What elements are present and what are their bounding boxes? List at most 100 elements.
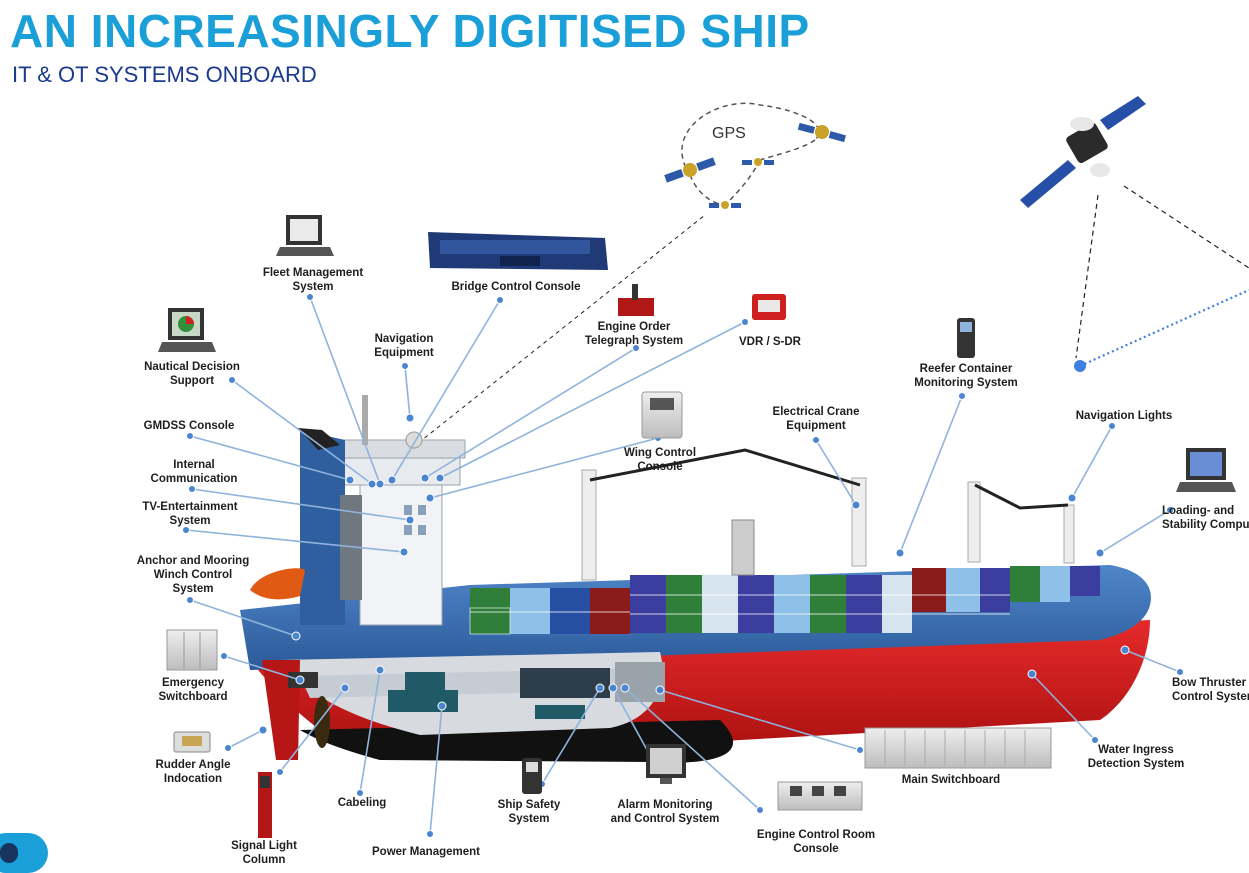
- engine-control-room-console-icon: [777, 781, 863, 811]
- gps-constellation: GPS: [664, 102, 846, 209]
- page-subtitle: IT & OT SYSTEMS ONBOARD: [12, 62, 317, 87]
- svg-text:VDR / S-DR: VDR / S-DR: [739, 336, 802, 348]
- main-switchboard-icon: [864, 727, 1052, 769]
- svg-text:Switchboard: Switchboard: [158, 691, 227, 703]
- satellite-link-lines: [1074, 185, 1249, 372]
- label-rudder-angle: Rudder Angle Indocation: [156, 759, 231, 785]
- deck-cranes: [581, 448, 1075, 581]
- svg-text:Detection System: Detection System: [1088, 758, 1185, 770]
- engine-room-equipment: [288, 662, 665, 719]
- svg-text:Anchor and Mooring: Anchor and Mooring: [137, 555, 249, 567]
- label-vdr: VDR / S-DR: [739, 336, 802, 348]
- svg-text:Bridge Control Console: Bridge Control Console: [451, 281, 580, 293]
- label-internal-communication: Internal Communication: [151, 459, 238, 485]
- svg-text:Engine Order: Engine Order: [598, 321, 671, 333]
- svg-text:Nautical Decision: Nautical Decision: [144, 361, 240, 373]
- svg-text:Fleet Management: Fleet Management: [263, 267, 363, 279]
- signal-light-column-icon: [258, 772, 272, 838]
- svg-text:Engine Control Room: Engine Control Room: [757, 829, 875, 841]
- label-reefer-container: Reefer Container Monitoring System: [914, 363, 1018, 389]
- label-navigation-equipment: Navigation Equipment: [374, 333, 434, 359]
- label-navigation-lights: Navigation Lights: [1076, 410, 1172, 422]
- label-electrical-crane: Electrical Crane Equipment: [773, 406, 860, 432]
- container-ship: [240, 395, 1151, 763]
- svg-text:and Control System: and Control System: [611, 813, 720, 825]
- ship-safety-device-icon: [522, 758, 542, 794]
- svg-text:System: System: [173, 583, 214, 595]
- svg-text:Power Management: Power Management: [372, 846, 480, 858]
- gps-satellite-icon: [742, 158, 774, 166]
- svg-text:Signal Light: Signal Light: [231, 840, 297, 852]
- svg-text:Telegraph System: Telegraph System: [585, 335, 683, 347]
- label-gmdss-console: GMDSS Console: [144, 420, 235, 432]
- gps-link-line: [411, 214, 706, 449]
- svg-text:Cabeling: Cabeling: [338, 797, 387, 809]
- svg-text:Main Switchboard: Main Switchboard: [902, 774, 1000, 786]
- label-fleet-management: Fleet Management System: [263, 267, 363, 293]
- label-bow-thruster: Bow Thruster Control System: [1172, 677, 1249, 703]
- emergency-switchboard-icon: [166, 629, 218, 671]
- svg-text:Electrical Crane: Electrical Crane: [773, 406, 860, 418]
- label-nautical-decision-support: Nautical Decision Support: [144, 361, 240, 387]
- label-signal-light-column: Signal Light Column: [231, 840, 297, 866]
- label-main-switchboard: Main Switchboard: [902, 774, 1000, 786]
- svg-text:Reefer Container: Reefer Container: [920, 363, 1013, 375]
- label-emergency-switchboard: Emergency Switchboard: [158, 677, 227, 703]
- label-engine-control-room: Engine Control Room Console: [757, 829, 875, 855]
- svg-text:Internal: Internal: [173, 459, 215, 471]
- page-indicator-dot: [0, 843, 18, 863]
- page-number-tab[interactable]: [0, 833, 48, 873]
- label-engine-order-telegraph: Engine Order Telegraph System: [585, 321, 683, 347]
- label-wing-control-console: Wing Control Console: [624, 447, 696, 473]
- svg-text:Emergency: Emergency: [162, 677, 225, 689]
- engine-order-telegraph-icon: [618, 284, 654, 316]
- label-water-ingress: Water Ingress Detection System: [1088, 744, 1185, 770]
- svg-text:TV-Entertainment: TV-Entertainment: [142, 501, 237, 513]
- fleet-management-laptop-icon: [276, 215, 334, 256]
- svg-text:Navigation: Navigation: [375, 333, 434, 345]
- callout-leader-lines: [185, 296, 1181, 835]
- page-title: AN INCREASINGLY DIGITISED SHIP: [10, 5, 810, 57]
- svg-text:Console: Console: [637, 461, 682, 473]
- label-ship-safety: Ship Safety System: [498, 799, 561, 825]
- gps-label: GPS: [712, 125, 746, 142]
- svg-text:Support: Support: [170, 375, 214, 387]
- container-stacks: [469, 566, 1100, 635]
- vdr-icon: [752, 294, 786, 320]
- gps-satellite-icon: [664, 157, 716, 183]
- svg-text:GMDSS Console: GMDSS Console: [144, 420, 235, 432]
- svg-text:Navigation Lights: Navigation Lights: [1076, 410, 1172, 422]
- svg-text:Winch Control: Winch Control: [154, 569, 232, 581]
- nautical-decision-laptop-icon: [158, 308, 216, 352]
- reefer-monitoring-device-icon: [957, 318, 975, 358]
- label-bridge-control-console: Bridge Control Console: [451, 281, 580, 293]
- svg-text:Column: Column: [243, 854, 286, 866]
- svg-text:Indocation: Indocation: [164, 773, 222, 785]
- label-power-management: Power Management: [372, 846, 480, 858]
- wing-control-console-icon: [641, 391, 683, 439]
- svg-text:Alarm Monitoring: Alarm Monitoring: [617, 799, 712, 811]
- svg-text:Console: Console: [793, 843, 838, 855]
- label-anchor-mooring: Anchor and Mooring Winch Control System: [137, 555, 249, 595]
- gps-satellite-icon: [709, 201, 741, 209]
- svg-text:Equipment: Equipment: [786, 420, 846, 432]
- label-loading-stability: Loading- and Stability Comput: [1162, 505, 1249, 531]
- svg-text:Ship Safety: Ship Safety: [498, 799, 561, 811]
- svg-text:Rudder Angle: Rudder Angle: [156, 759, 231, 771]
- svg-text:System: System: [170, 515, 211, 527]
- svg-text:Stability Comput: Stability Comput: [1162, 519, 1249, 531]
- communication-satellite-icon: [1020, 96, 1146, 208]
- rudder-angle-indicator-icon: [173, 731, 211, 753]
- svg-text:System: System: [293, 281, 334, 293]
- gps-satellite-icon: [797, 122, 846, 143]
- svg-text:Monitoring System: Monitoring System: [914, 377, 1018, 389]
- loading-stability-laptop-icon: [1176, 448, 1236, 492]
- bridge-console-icon: [428, 232, 608, 270]
- label-cabeling: Cabeling: [338, 797, 387, 809]
- svg-text:Control System: Control System: [1172, 691, 1249, 703]
- svg-text:System: System: [509, 813, 550, 825]
- svg-text:Equipment: Equipment: [374, 347, 434, 359]
- callout-dots: [182, 293, 1184, 838]
- label-alarm-monitoring: Alarm Monitoring and Control System: [611, 799, 720, 825]
